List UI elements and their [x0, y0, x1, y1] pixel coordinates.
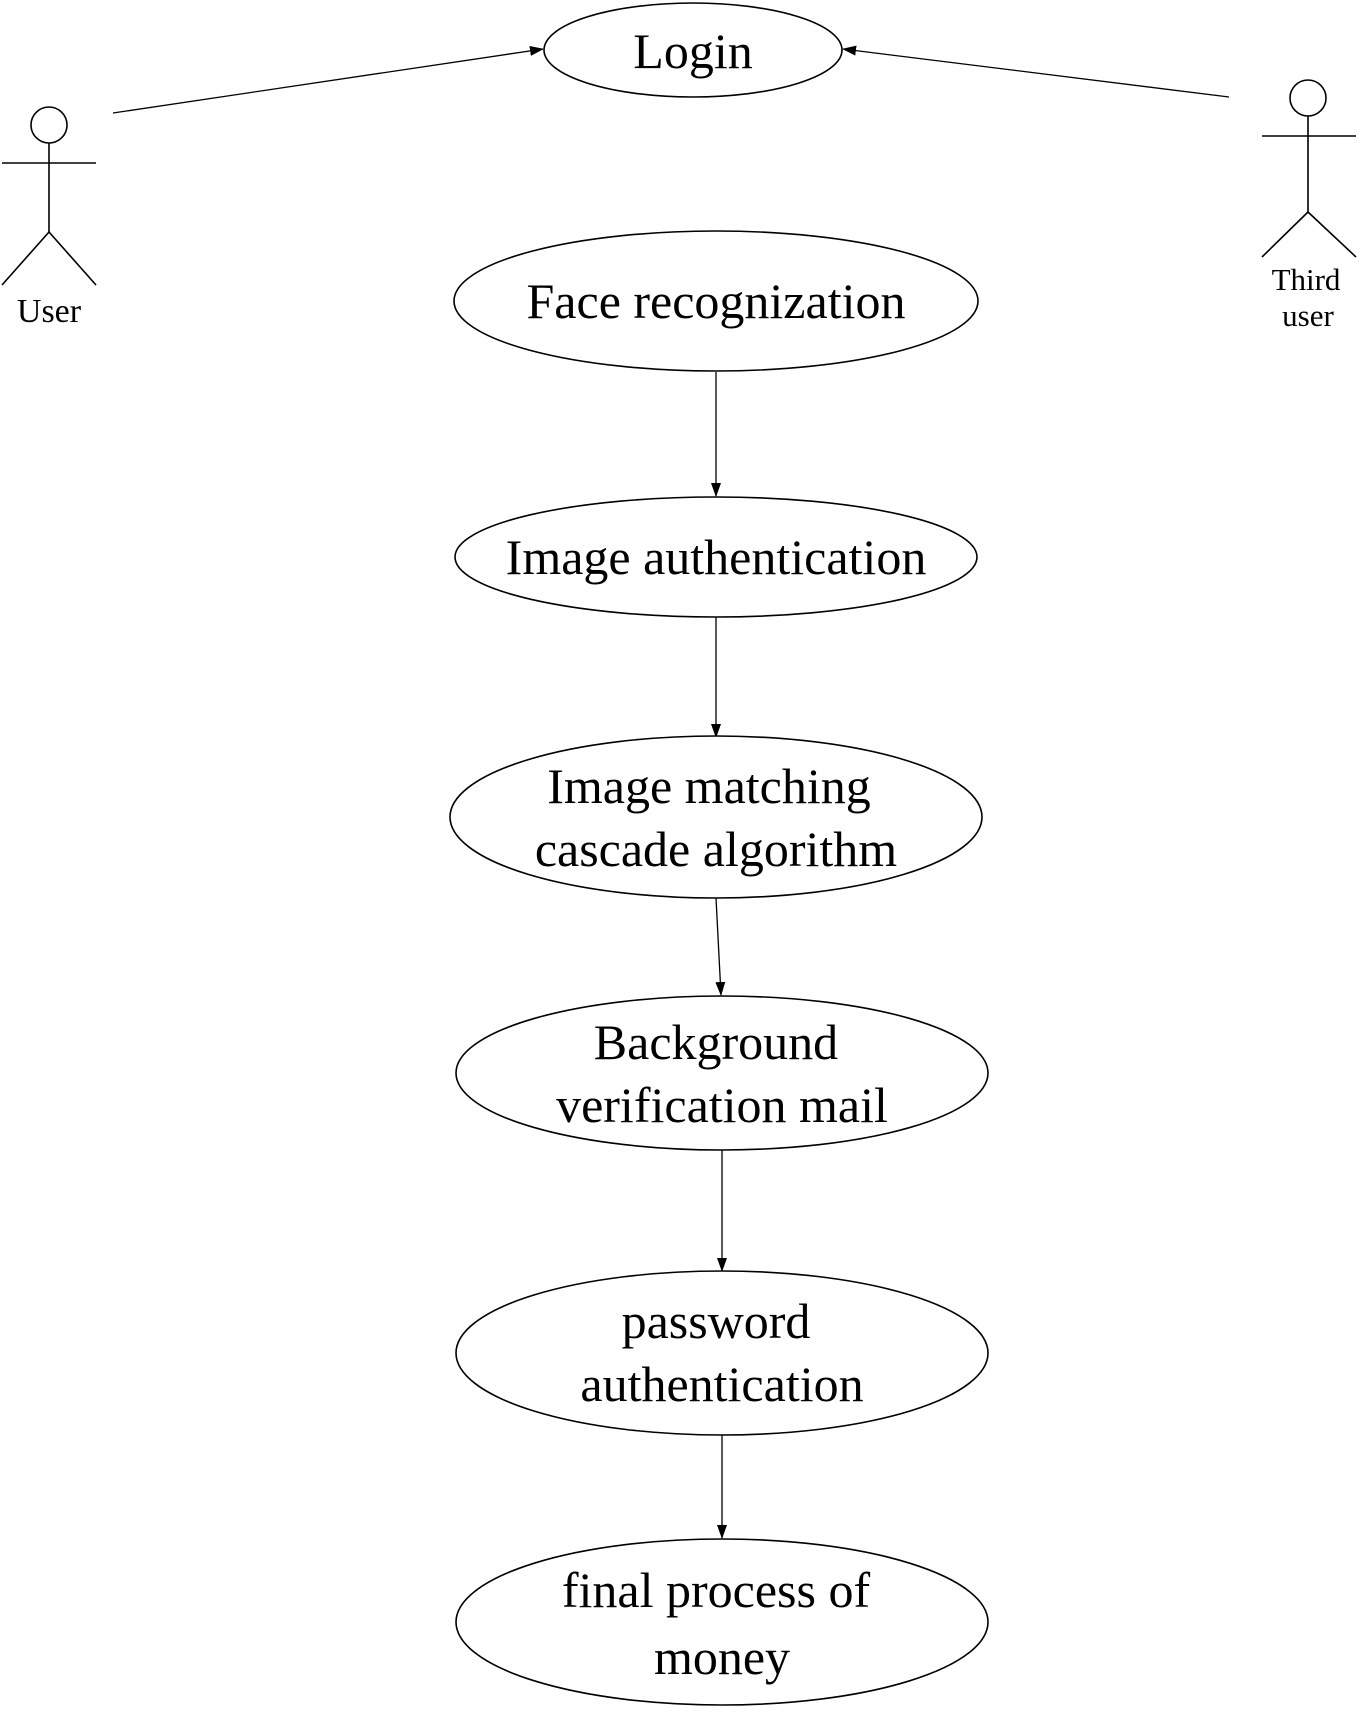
usecase-login: Login [543, 2, 843, 98]
relations [112, 45, 1230, 1539]
usecase-image-matching: Image matching cascade algorithm [449, 735, 983, 899]
usecase-final-process-label-line-2: money [654, 1629, 790, 1685]
usecase-image-matching-label-line-2: cascade algorithm [535, 821, 897, 877]
usecase-background-verification: Background verification mail [455, 995, 989, 1151]
actor-user-label: User [17, 293, 82, 330]
usecase-final-process-label-line-1: final process of [562, 1562, 871, 1618]
usecase-password-authentication: password authentication [455, 1270, 989, 1436]
usecase-face-recognization: Face recognization [453, 230, 979, 372]
usecase-password-authentication-label-line-1: password [622, 1293, 811, 1349]
usecase-image-authentication: Image authentication [454, 496, 978, 618]
actor-third-user-label-line-1: Third [1272, 262, 1341, 297]
usecase-background-verification-label-line-1: Background [594, 1014, 838, 1070]
actor-third-user-label-line-2: user [1282, 298, 1334, 333]
edge-user-login [112, 45, 544, 114]
actor-third-user-head-icon [1289, 79, 1327, 117]
usecase-image-authentication-label: Image authentication [506, 529, 927, 585]
actor-third-user: Third user [1261, 79, 1357, 333]
actor-user: User [1, 106, 97, 330]
edge-third-user-login [842, 45, 1230, 98]
usecase-background-verification-label-line-2: verification mail [556, 1077, 888, 1133]
usecase-final-process: final process of money [455, 1538, 989, 1706]
usecase-image-matching-label-line-1: Image matching [547, 758, 871, 814]
edge-matching-to-background [715, 897, 726, 996]
actor-user-head-icon [30, 106, 68, 144]
usecase-login-label: Login [633, 23, 752, 79]
usecase-face-recognization-label: Face recognization [527, 273, 906, 329]
usecase-password-authentication-label-line-2: authentication [580, 1356, 863, 1412]
